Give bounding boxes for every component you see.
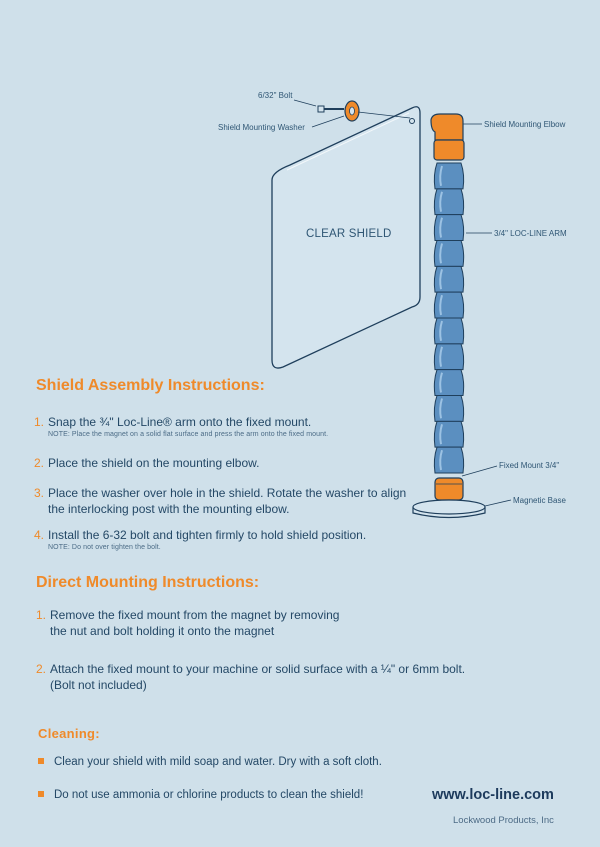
arm-segment — [433, 446, 465, 474]
step-number: 2. — [36, 662, 47, 676]
shield-label: CLEAR SHIELD — [306, 228, 392, 240]
arm-segment-highlight — [439, 243, 443, 264]
company-name: Lockwood Products, Inc — [453, 815, 554, 826]
step-text: Attach the fixed mount to your machine o… — [50, 662, 466, 676]
arm-label: 3/4" LOC-LINE ARM — [494, 229, 567, 238]
arm-segment-highlight — [439, 372, 443, 393]
step-number: 1. — [34, 415, 45, 429]
arm-segment — [433, 369, 465, 396]
step-continuation: the nut and bolt holding it onto the mag… — [50, 624, 275, 638]
step-note: NOTE: Do not over tighten the bolt. — [48, 544, 161, 551]
washer-icon — [344, 100, 360, 122]
arm-segment-highlight — [439, 269, 443, 290]
direct-step-2: 2.Attach the fixed mount to your machine… — [36, 661, 465, 693]
bolt-label: 6/32" Bolt — [258, 91, 293, 100]
step-number: 4. — [34, 528, 45, 542]
arm-segment — [433, 162, 465, 190]
arm-segment-highlight — [439, 191, 443, 212]
arm-segment — [433, 214, 465, 241]
arm-segment-highlight — [439, 294, 443, 316]
step-text: Place the washer over hole in the shield… — [48, 486, 407, 500]
arm-segment-highlight — [439, 424, 443, 445]
elbow-label: Shield Mounting Elbow — [484, 120, 566, 129]
arm-segment — [433, 317, 465, 345]
assembly-step-1: 1.Snap the ¾" Loc-Line® arm onto the fix… — [34, 414, 328, 440]
arm-segment — [433, 188, 465, 216]
direct-title: Direct Mounting Instructions: — [36, 574, 260, 591]
fixed-mount-label: Fixed Mount 3/4" — [499, 461, 560, 470]
arm-segment-highlight — [439, 346, 443, 367]
bullet-square-icon — [38, 758, 44, 764]
magnetic-base-label: Magnetic Base — [513, 496, 566, 505]
step-number: 2. — [34, 456, 45, 470]
assembly-step-2: 2.Place the shield on the mounting elbow… — [34, 455, 259, 471]
website-link[interactable]: www.loc-line.com — [432, 787, 554, 803]
step-text: Remove the fixed mount from the magnet b… — [50, 608, 340, 622]
step-number: 1. — [36, 608, 47, 622]
arm-segment-highlight — [439, 398, 443, 419]
arm-segment — [433, 343, 465, 371]
assembly-step-4: 4.Install the 6-32 bolt and tighten firm… — [34, 527, 366, 553]
arm-segment-highlight — [439, 449, 443, 471]
arm-segment — [433, 240, 465, 267]
cleaning-text: Do not use ammonia or chlorine products … — [54, 789, 364, 801]
elbow-icon — [430, 113, 465, 161]
step-text: Snap the ¾" Loc-Line® arm onto the fixed… — [48, 415, 312, 429]
arm-segment — [433, 291, 465, 319]
washer-label: Shield Mounting Washer — [218, 123, 305, 132]
loc-line-arm — [433, 162, 465, 474]
cleaning-text: Clean your shield with mild soap and wat… — [54, 756, 382, 768]
arm-segment — [433, 420, 465, 448]
step-note: NOTE: Place the magnet on a solid flat s… — [48, 431, 329, 438]
fixed-mount-icon — [434, 477, 464, 501]
assembly-step-3: 3.Place the washer over hole in the shie… — [34, 485, 406, 517]
cleaning-title: Cleaning: — [38, 726, 100, 741]
step-continuation: the interlocking post with the mounting … — [48, 502, 290, 516]
assembly-diagram — [271, 99, 512, 519]
step-continuation: (Bolt not included) — [50, 678, 147, 692]
step-text: Place the shield on the mounting elbow. — [48, 456, 260, 470]
bullet-square-icon — [38, 791, 44, 797]
step-number: 3. — [34, 486, 45, 500]
assembly-title: Shield Assembly Instructions: — [36, 377, 265, 394]
direct-step-1: 1.Remove the fixed mount from the magnet… — [36, 607, 339, 639]
step-text: Install the 6-32 bolt and tighten firmly… — [48, 528, 367, 542]
arm-segment — [433, 265, 465, 293]
cleaning-item-1: Clean your shield with mild soap and wat… — [38, 756, 382, 768]
arm-segment-highlight — [439, 165, 443, 187]
magnetic-base-icon — [412, 499, 486, 519]
arm-segment-highlight — [439, 320, 443, 342]
shield-hole — [409, 118, 415, 124]
cleaning-item-2: Do not use ammonia or chlorine products … — [38, 789, 363, 801]
bolt-icon — [317, 105, 344, 113]
arm-segment — [433, 395, 465, 422]
arm-segment-highlight — [439, 217, 443, 238]
clear-shield — [271, 106, 421, 369]
